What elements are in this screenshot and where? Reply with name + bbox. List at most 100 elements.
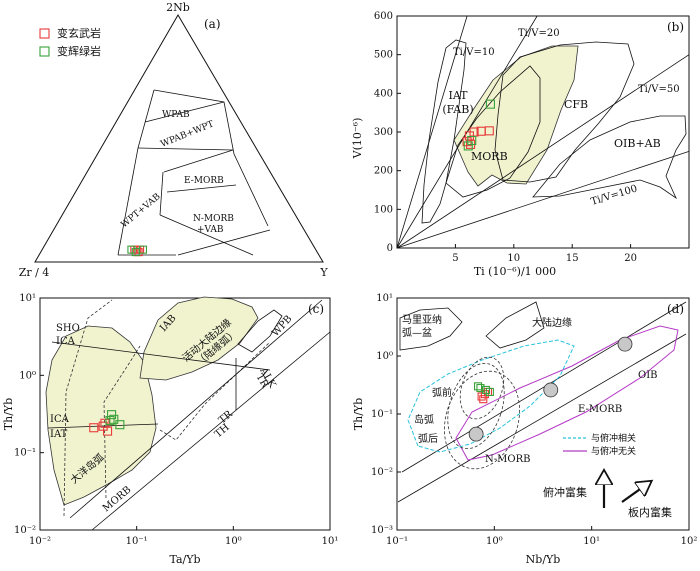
legend-subduction-unrelated-label: 与俯冲无关	[591, 445, 636, 457]
diabase-sample-marker	[105, 416, 115, 426]
ternary-sample-points	[127, 245, 147, 257]
vertex-left-label: Zr / 4	[19, 266, 50, 279]
x-tick-label-b: 10	[507, 253, 520, 264]
field-label-mariana: 马里亚纳弧—盆	[402, 313, 442, 339]
subduction-related-envelope	[407, 339, 575, 453]
y-tick-label: 10⁻¹	[14, 448, 36, 459]
sample-points-b	[462, 99, 495, 151]
morb-dashed-envelope	[63, 299, 113, 517]
continental-margin-flag	[485, 301, 545, 349]
ratio-label-100: Ti/V=100	[590, 183, 639, 208]
reference-composition-point	[468, 426, 484, 442]
legend-diabase-swatch	[39, 46, 50, 57]
x-tick-label: 10¹	[583, 536, 600, 547]
field-label-morb-b: MORB	[471, 150, 508, 163]
diabase-sample-marker	[115, 420, 125, 430]
plot-frame-c	[39, 297, 331, 531]
vertex-right-label: Y	[319, 266, 328, 279]
field-label-wpb: WPB	[270, 314, 294, 339]
reference-composition-point	[543, 382, 559, 398]
x-tick-label-b: 20	[624, 253, 637, 264]
ratio-line-10	[396, 15, 468, 249]
legend-subduction-related-label: 与俯冲相关	[591, 432, 636, 444]
forearc-envelope	[459, 356, 505, 420]
basalt-sample-marker	[100, 418, 110, 428]
x-tick-label-b: 5	[452, 253, 458, 264]
panel-a: 2Nb Zr / 4 Y (a) 变玄武岩 变辉绿岩 WPAB WPAB+WPT…	[19, 1, 329, 279]
legend-diabase-label: 变辉绿岩	[57, 44, 101, 58]
ratio-line-50	[396, 54, 690, 249]
field-label-forearc: 弧前	[432, 386, 452, 399]
y-tick-label: 10¹	[19, 293, 36, 304]
x-tick-label: 10¹	[322, 536, 339, 547]
y-tick-label: 10⁻¹	[371, 409, 393, 420]
x-tick-label: 10⁻¹	[126, 536, 148, 547]
legend-basalt-swatch	[39, 28, 50, 39]
x-tick-label: 10⁰	[486, 536, 503, 547]
panel-c-label: (c)	[308, 302, 324, 316]
vertex-top-label: 2Nb	[166, 1, 190, 14]
field-label-emorb: E-MORB	[184, 176, 224, 186]
field-label-iat: IAT(FAB)	[442, 89, 473, 116]
y-axis-label-d: Th/Yb	[352, 398, 365, 430]
x-tick-label: 10⁻²	[29, 536, 51, 547]
y-tick-label: 10⁻²	[371, 467, 393, 478]
field-label-nmorb-d: N-MORB	[485, 454, 530, 465]
ratio-label-20: Ti/V=20	[518, 28, 560, 39]
field-label-island-arc: 岛弧	[414, 413, 434, 426]
morb-oib-array-lower	[397, 333, 687, 503]
field-cfb	[453, 45, 579, 187]
sample-points-c	[89, 410, 125, 436]
field-label-emorb-d: E-MORB	[578, 404, 622, 415]
field-label-ica-top: ICA	[56, 336, 76, 347]
y-tick-label-b: 400	[374, 88, 393, 99]
diabase-sample-marker	[473, 382, 483, 391]
basalt-sample-marker	[484, 126, 494, 136]
field-label-sho: SHO	[56, 323, 80, 334]
x-axis-label-c: Ta/Yb	[169, 553, 200, 566]
y-tick-label: 10⁰	[376, 351, 393, 362]
sample-points-d	[473, 382, 494, 404]
trend-label-subduction: 俯冲富集	[543, 485, 587, 499]
diabase-sample-marker	[481, 385, 490, 394]
x-tick-label: 10⁻¹	[386, 536, 408, 547]
ratio-label-50: Ti/V=50	[638, 84, 680, 95]
ternary-frame	[34, 14, 324, 263]
wpb-box	[237, 309, 283, 353]
x-tick-label: 10⁰	[225, 536, 242, 547]
reference-points	[468, 336, 633, 442]
diabase-sample-marker	[463, 141, 473, 151]
mantle-array-upper	[69, 299, 323, 519]
field-cfb-outline	[494, 41, 635, 183]
diabase-sample-marker	[107, 410, 117, 420]
mariana-envelope	[399, 307, 463, 351]
panel-b-label: (b)	[667, 20, 684, 34]
y-tick-label: 10⁻²	[14, 525, 36, 536]
y-tick-label-b: 100	[374, 204, 393, 215]
field-label-wpab-wpt: WPAB+WPT	[159, 119, 215, 149]
ternary-field-lines	[117, 89, 271, 256]
field-label-th: TH	[213, 422, 232, 440]
field-label-ica-bottom: ICA	[50, 414, 70, 425]
y-tick-label-b: 300	[374, 127, 393, 138]
field-label-continental-margin: 大陆边缘	[532, 316, 572, 329]
y-tick-label-b: 600	[374, 11, 393, 22]
diabase-sample-marker	[127, 245, 136, 254]
y-tick-label-b: 200	[374, 166, 393, 177]
x-tick-label: 10²	[681, 536, 698, 547]
panel-c: (c) Th/Yb Ta/Yb 10⁻² 10⁻¹ 10⁰ 10¹ 10⁻² 10⁻¹ 10…	[2, 293, 338, 566]
basalt-sample-marker	[479, 395, 488, 404]
island-arc-envelope	[447, 362, 505, 450]
intraplate-enrichment-arrow	[621, 482, 650, 503]
x-axis-label-d: Nb/Yb	[526, 553, 561, 566]
field-oceanic-arc	[45, 325, 157, 506]
panel-a-label: (a)	[204, 17, 221, 31]
y-axis-label-c: Th/Yb	[2, 398, 15, 430]
diabase-sample-marker	[138, 245, 147, 254]
x-tick-label-b: 15	[566, 253, 579, 264]
field-label-oib-ab: OIB+AB	[614, 137, 661, 150]
